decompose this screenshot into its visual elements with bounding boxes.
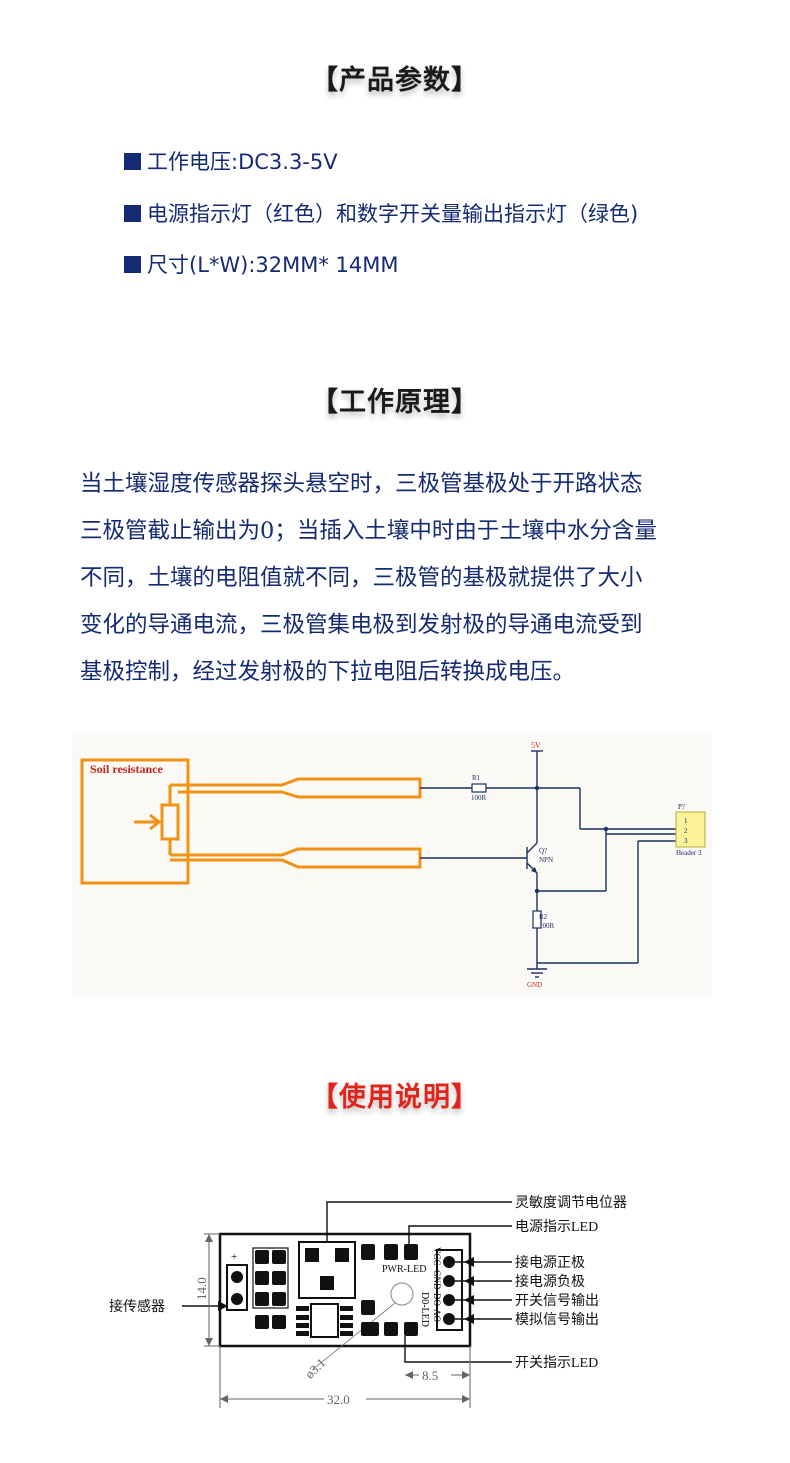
label-ao-pin: 模拟信号输出 xyxy=(515,1312,599,1328)
r2-value: 100R xyxy=(539,922,555,930)
silk-d0-led: D0-LED xyxy=(419,1292,430,1327)
pin-1-label: 1 xyxy=(684,817,688,825)
hole-dim: ø3.1 xyxy=(302,1355,329,1382)
output-pin-header xyxy=(436,1249,463,1331)
q-ref-label: Q? xyxy=(539,847,547,855)
label-vcc-pin: 接电源正极 xyxy=(515,1254,585,1271)
pin-3-label: 3 xyxy=(684,837,688,845)
principle-line: 当土壤湿度传感器探头悬空时，三极管基极处于开路状态 xyxy=(80,471,643,497)
board-diagram: + PWR-LED ø3.1 D0-LED VCC GND DO AO xyxy=(109,1195,627,1408)
resistor-r1 xyxy=(471,783,487,793)
height-dim: 14.0 xyxy=(194,1277,209,1300)
principle-line: 基极控制，经过发射极的下拉电阻后转换成电压。 xyxy=(80,659,576,685)
silk-vcc: VCC xyxy=(432,1247,442,1266)
circuit-schematic: Soil resistance 5V R1 100R Q xyxy=(72,733,712,997)
param-voltage: 工作电压:DC3.3-5V xyxy=(124,146,338,176)
label-power-led: 电源指示LED xyxy=(515,1219,598,1235)
pin-offset-dim: 8.5 xyxy=(422,1368,438,1383)
soil-resistance-box xyxy=(80,758,190,885)
silk-ao: AO xyxy=(432,1309,442,1322)
param-indicators: 电源指示灯（红色）和数字开关量输出指示灯（绿色) xyxy=(124,198,638,228)
param-size: 尺寸(L*W):32MM* 14MM xyxy=(124,249,399,279)
pcb-outline xyxy=(218,1232,472,1348)
ic-chip xyxy=(310,1303,339,1338)
label-switch-led: 开关指示LED xyxy=(515,1355,598,1371)
r2-label: R2 xyxy=(539,913,548,921)
principle-line: 不同，土壤的电阻值就不同，三极管的基极就提供了大小 xyxy=(80,565,643,591)
pin-2-label: 2 xyxy=(684,827,688,835)
silk-pwr-led: PWR-LED xyxy=(382,1264,426,1275)
principle-line: 三极管截止输出为0；当插入土壤中时由于土壤中水分含量 xyxy=(80,518,657,544)
vcc-label: 5V xyxy=(531,741,541,750)
silk-do: DO xyxy=(432,1293,442,1306)
bullet-square-icon xyxy=(124,153,141,170)
mounting-hole xyxy=(390,1282,414,1306)
header-ref-label: P? xyxy=(678,803,685,811)
principle-title: 【工作原理】 xyxy=(311,387,479,418)
header-name-label: Header 3 xyxy=(676,849,702,857)
bullet-square-icon xyxy=(124,205,141,222)
silk-plus: + xyxy=(231,1251,237,1263)
switch-led xyxy=(361,1300,375,1315)
principle-text: 当土壤湿度传感器探头悬空时，三极管基极处于开路状态 三极管截止输出为0；当插入土… xyxy=(80,461,740,696)
usage-title: 【使用说明】 xyxy=(311,1082,479,1113)
silk-gnd: GND xyxy=(432,1270,442,1290)
header-3-connector xyxy=(675,811,706,848)
bullet-square-icon xyxy=(124,256,141,273)
r1-label: R1 xyxy=(472,774,481,782)
label-gnd-pin: 接电源负极 xyxy=(515,1273,585,1290)
sensor-connector xyxy=(226,1264,248,1311)
ground-icon xyxy=(527,963,547,978)
q-type-label: NPN xyxy=(539,856,553,864)
soil-resistance-label: Soil resistance xyxy=(90,762,163,776)
label-sensitivity: 灵敏度调节电位器 xyxy=(515,1195,627,1211)
resistor-r2 xyxy=(532,910,542,929)
label-do-pin: 开关信号输出 xyxy=(515,1293,599,1309)
r1-value: 100R xyxy=(471,794,487,802)
power-led xyxy=(361,1244,375,1260)
width-dim: 32.0 xyxy=(327,1392,350,1407)
params-title: 【产品参数】 xyxy=(311,65,479,96)
principle-line: 变化的导通电流，三极管集电极到发射极的导通电流受到 xyxy=(80,612,643,638)
gnd-label: GND xyxy=(527,981,542,989)
label-sensor: 接传感器 xyxy=(109,1298,165,1315)
